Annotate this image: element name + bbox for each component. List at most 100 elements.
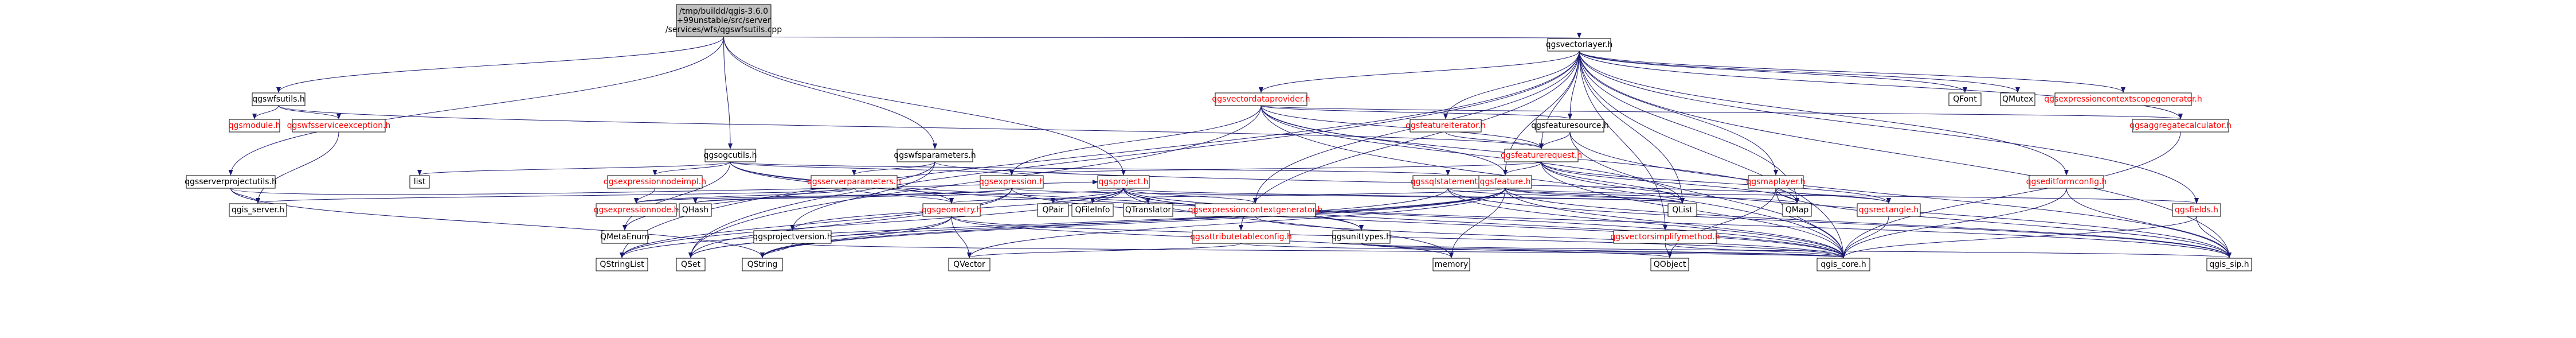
node-box — [2206, 258, 2252, 271]
edge-qgsaggregatecalculator-to-qgis_core — [1841, 131, 2181, 258]
node-qgsfeaturerequest[interactable]: qgsfeaturerequest.h — [1501, 149, 1582, 162]
edge-qgsogcutils-to-list — [417, 161, 731, 176]
edge-qgsexpression-to-qset — [688, 188, 1012, 258]
edge-qgsfeaturesource-to-qgis_sip — [1569, 131, 2232, 258]
node-box — [1748, 175, 1804, 189]
node-qgsgeometry[interactable]: qgsgeometry.h — [922, 203, 981, 217]
node-label: qgsserverprojectutils.h — [185, 177, 277, 187]
node-qstring[interactable]: QString — [742, 258, 783, 271]
node-box — [607, 175, 703, 189]
edge-qgsmaplayer-to-qgis_core — [1775, 188, 1846, 258]
node-qgswfsparameters[interactable]: qgswfsparameters.h — [894, 149, 976, 162]
edge-qgsserverprojectutils-to-qstring — [230, 188, 765, 258]
node-qhash[interactable]: QHash — [679, 203, 712, 217]
node-qgsexpressionnodeimpl[interactable]: qgsexpressionnodeimpl.h — [604, 175, 706, 189]
node-box — [753, 230, 832, 244]
node-box — [2054, 92, 2192, 106]
edge-qgsmaplayer-to-qgsrectangle — [1775, 188, 1891, 204]
node-label: qgis_server.h — [232, 205, 284, 215]
node-qgsserverprojectutils[interactable]: qgsserverprojectutils.h — [185, 175, 277, 189]
node-box — [1504, 149, 1579, 162]
node-label: qgsexpressionnode.h — [594, 205, 679, 215]
node-qgis-sip[interactable]: qgis_sip.h — [2206, 258, 2252, 271]
node-box — [1215, 92, 1307, 106]
node-qgsexpressionnode[interactable]: qgsexpressionnode.h — [594, 203, 679, 217]
node-qfont[interactable]: QFont — [1948, 92, 1982, 106]
node-qgswfsutils[interactable]: qgswfsutils.h — [252, 92, 306, 106]
edge-qgsfeature-to-qgsgeometry — [949, 188, 1506, 204]
node-qgsvectorsimplifymethod[interactable]: qgsvectorsimplifymethod.h — [1610, 230, 1720, 244]
node-qtranslator[interactable]: QTranslator — [1123, 203, 1173, 217]
edge-root-to-qgsproject — [723, 36, 1126, 176]
node-qlist[interactable]: QList — [1667, 203, 1697, 217]
edge-root-to-qgswfsutils — [276, 36, 724, 93]
node-qgssqlstatement[interactable]: qgssqlstatement.h — [1411, 175, 1486, 189]
edge-qgsvectorlayer-to-qgis_core — [1579, 50, 1846, 258]
node-qgsproject[interactable]: qgsproject.h — [1097, 175, 1150, 189]
node-qgsattributetableconfig[interactable]: qgsattributetableconfig.h — [1190, 230, 1292, 244]
edge-qgsfeature-to-memory — [1449, 188, 1506, 258]
edge-qgsproject-to-qlist — [1123, 188, 1685, 204]
node-qgsexpressioncontextgenerator[interactable]: qgsexpressioncontextgenerator.h — [1188, 203, 1323, 217]
node-qgis-core[interactable]: qgis_core.h — [1816, 258, 1870, 271]
node-qgsrectangle[interactable]: qgsrectangle.h — [1857, 203, 1921, 217]
node-qgsexpressioncontextscopegenerator[interactable]: qgsexpressioncontextscopegenerator.h — [2044, 92, 2202, 106]
edge-qgsprojectversion-to-qgis_core — [792, 243, 1845, 258]
node-qpair[interactable]: QPair — [1037, 203, 1069, 217]
node-box — [1410, 119, 1482, 133]
edge-qgseditformconfig-to-qgis_core — [1841, 188, 2067, 258]
node-qgsprojectversion[interactable]: qgsprojectversion.h — [753, 230, 832, 244]
edge-qgsfeaturerequest-to-qgsfeature — [1503, 161, 1542, 176]
node-qgsmodule[interactable]: qgsmodule.h — [229, 119, 281, 133]
node-qgsfeatureiterator[interactable]: qgsfeatureiterator.h — [1406, 119, 1486, 133]
node-qobject[interactable]: QObject — [1650, 258, 1689, 271]
node-box — [2132, 119, 2229, 133]
node-qmap[interactable]: QMap — [1782, 203, 1812, 217]
node-qgswfsserviceexception[interactable]: qgswfsserviceexception.h — [287, 119, 391, 133]
node-qgsfields[interactable]: qgsfields.h — [2172, 203, 2221, 217]
node-qgsaggregatecalculator[interactable]: qgsaggregatecalculator.h — [2129, 119, 2232, 133]
edge-qgsvectorlayer-to-qgis_sip — [1579, 50, 2232, 258]
edge-root-to-qgsvectorlayer — [723, 34, 1580, 38]
edge-qgsvectordataprovider-to-qgsexpression — [1009, 105, 1262, 176]
node-memory[interactable]: memory — [1432, 258, 1470, 271]
node-qvector[interactable]: QVector — [948, 258, 991, 271]
node-qfileinfo[interactable]: QFileInfo — [1071, 203, 1114, 217]
edge-qgsvectorsimplifymethod-to-qobject — [1665, 243, 1672, 258]
edge-qgswfsutils-to-qgsfeaturerequest — [278, 105, 1544, 149]
node-qgsvectordataprovider[interactable]: qgsvectordataprovider.h — [1212, 92, 1310, 106]
node-qgsfeature[interactable]: qgsfeature.h — [1478, 175, 1532, 189]
node-qgseditformconfig[interactable]: qgseditformconfig.h — [2026, 175, 2107, 189]
node-box — [1432, 258, 1470, 271]
node-box — [292, 119, 386, 133]
node-label: QStringList — [600, 260, 644, 269]
edge-qgsserverparameters-to-qgis_server — [256, 188, 855, 204]
node-qgis-server[interactable]: qgis_server.h — [229, 203, 287, 217]
node-label: qgsmaplayer.h — [1746, 177, 1805, 187]
node-qgsunittypes[interactable]: qgsunittypes.h — [1332, 230, 1391, 244]
node-label: qgswfsutils.h — [252, 95, 305, 104]
edge-qgsvectorlayer-to-qgsvectorsimplifymethod — [1579, 50, 1667, 231]
edge-qgsattributetableconfig-to-qvector — [967, 243, 1242, 258]
node-box — [2000, 92, 2035, 106]
node-label: qgsunittypes.h — [1332, 232, 1391, 242]
node-root[interactable]: /tmp/buildd/qgis-3.6.0+99unstable/src/se… — [665, 4, 782, 37]
node-qgsogcutils[interactable]: qgsogcutils.h — [704, 149, 757, 162]
node-qgsvectorlayer[interactable]: qgsvectorlayer.h — [1546, 38, 1613, 52]
node-box — [1332, 230, 1391, 244]
node-list[interactable]: list — [409, 175, 430, 189]
node-box — [676, 258, 706, 271]
node-qgsserverparameters[interactable]: qgsserverparameters.h — [807, 175, 901, 189]
node-qset[interactable]: QSet — [676, 258, 706, 271]
node-qmetaenum[interactable]: QMetaEnum — [600, 230, 649, 244]
edge-qgsvectordataprovider-to-qlist — [1260, 105, 1685, 204]
node-label: QHash — [682, 205, 708, 215]
node-qgsmaplayer[interactable]: qgsmaplayer.h — [1746, 175, 1806, 189]
node-box — [1097, 175, 1150, 189]
edge-qgsserverparameters-to-qgsexpressionnode — [634, 188, 855, 204]
node-box — [596, 203, 677, 217]
node-qmutex[interactable]: QMutex — [2000, 92, 2035, 106]
node-qgsfeaturesource[interactable]: qgsfeaturesource.h — [1531, 119, 1609, 133]
node-qstringlist[interactable]: QStringList — [596, 258, 648, 271]
node-qgsexpression[interactable]: qgsexpression.h — [979, 175, 1044, 189]
